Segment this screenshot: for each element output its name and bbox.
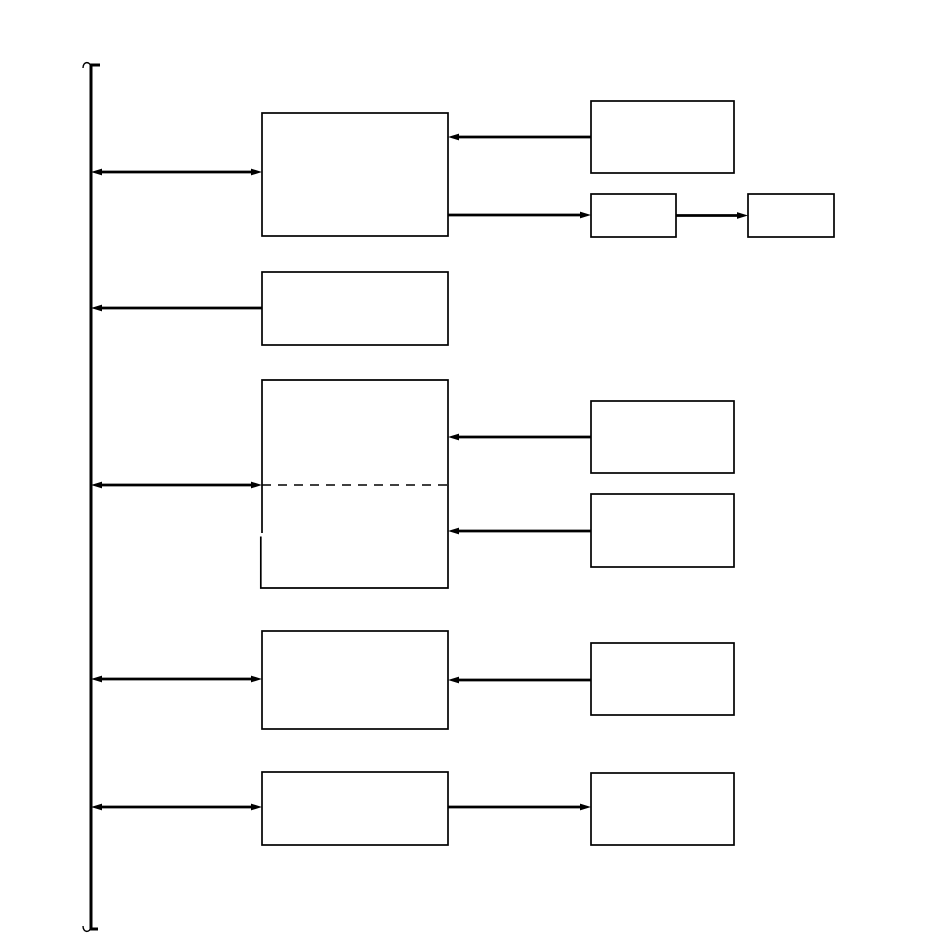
arrow-row4-right-to-main-head-end: [448, 676, 459, 684]
arrow-row1-small-to-small-head-end: [737, 212, 748, 219]
arrow-bus-row1-head-end: [251, 168, 262, 176]
box-row1-small-left: [590, 193, 677, 238]
arrow-bus-row3-head-end: [251, 481, 262, 489]
box-row1-main: [261, 112, 449, 237]
arrow-row2-main-to-bus-head-end: [91, 304, 102, 312]
arrow-bus-row5-head-start: [91, 803, 102, 811]
arrow-bus-row4-head-start: [91, 675, 102, 683]
box-row2-main: [261, 271, 449, 346]
box-row1-small-right: [747, 193, 835, 238]
arrow-bus-row1-head-start: [91, 168, 102, 176]
arrow-row3-upper-to-main-head-end: [448, 433, 459, 441]
box-row3-main: [259, 379, 449, 589]
arrow-row1-right-to-main-head-end: [448, 133, 459, 141]
arrow-bus-row4-head-end: [251, 675, 262, 683]
bus-line: [89, 63, 100, 931]
box-row4-right: [590, 642, 735, 716]
arrow-bus-row5-head-end: [251, 803, 262, 811]
arrow-row3-lower-to-main-head-end: [448, 527, 459, 535]
arrow-row5-main-to-right-head-end: [580, 803, 591, 811]
arrow-row1-main-to-small-head-end: [580, 211, 591, 219]
bus-bottom-curl: [82, 925, 92, 933]
arrow-bus-row3-head-start: [91, 481, 102, 489]
box-row4-main: [261, 630, 449, 730]
box-row5-main: [261, 771, 449, 846]
box-row3-right-upper: [590, 400, 735, 474]
box-row1-right: [590, 100, 735, 174]
bus-top-curl: [82, 61, 92, 69]
box-row5-right: [590, 772, 735, 846]
box-row3-right-lower: [590, 493, 735, 568]
